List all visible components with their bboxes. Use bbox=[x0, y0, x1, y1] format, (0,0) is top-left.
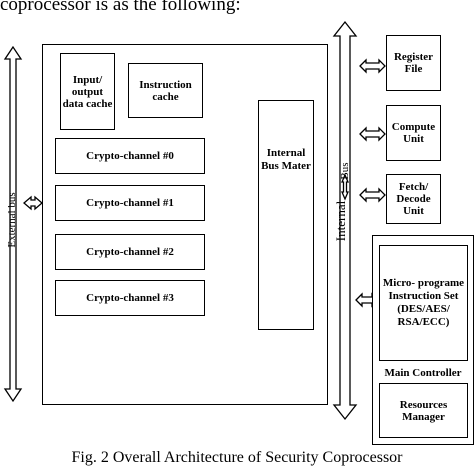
heading-text: coprocessor is as the following: bbox=[0, 0, 241, 15]
resources-manager-block bbox=[379, 383, 468, 438]
compute-unit-block bbox=[386, 105, 441, 161]
fetch-decode-unit-label: Fetch/ Decode Unit bbox=[396, 181, 431, 217]
fetch-decode-unit-block bbox=[386, 174, 441, 224]
resources-manager-label: Resources Manager bbox=[399, 398, 448, 423]
external-bus-arrow bbox=[3, 45, 23, 403]
register-file-connector bbox=[359, 58, 386, 74]
microprogram-set-label: Micro- programe Instruction Set (DES/AES… bbox=[382, 277, 465, 328]
crypto-channel-2-label: Crypto-channel #2 bbox=[86, 246, 174, 258]
instruction-cache-block bbox=[128, 63, 203, 118]
instruction-cache-label: Instruction cache bbox=[139, 78, 192, 103]
crypto-channel-0-label: Crypto-channel #0 bbox=[86, 150, 174, 162]
internal-bus-label-internal: Internal bbox=[333, 200, 348, 242]
internal-bus-mater-block bbox=[258, 100, 314, 330]
figure-caption: Fig. 2 Overall Architecture of Security … bbox=[71, 449, 403, 466]
fetch-decode-connector bbox=[359, 187, 386, 203]
register-file-label: Register File bbox=[393, 51, 434, 75]
io-data-cache-label: Input/ output data cache bbox=[62, 73, 113, 110]
crypto-channel-3-block bbox=[55, 280, 205, 316]
internal-bus-arrow bbox=[332, 20, 358, 421]
crypto-channel-1-label: Crypto-channel #1 bbox=[86, 197, 174, 209]
internal-bus-mini-arrow bbox=[341, 173, 349, 201]
external-bus-label: External bus bbox=[6, 192, 18, 248]
ext-to-main-arrow bbox=[23, 195, 43, 211]
register-file-block bbox=[386, 35, 441, 91]
io-data-cache-block bbox=[60, 53, 115, 130]
crypto-channel-0-block bbox=[55, 138, 205, 174]
internal-bus-label-bus: Bus bbox=[339, 162, 351, 180]
crypto-channel-1-block bbox=[55, 185, 205, 221]
compute-unit-label: Compute Unit bbox=[391, 121, 436, 145]
compute-unit-connector bbox=[359, 126, 386, 142]
main-controller-label: Main Controller bbox=[384, 367, 462, 379]
internal-bus-mater-label: Internal Bus Mater bbox=[261, 147, 311, 172]
microprogram-set-block bbox=[379, 245, 468, 361]
crypto-channel-3-label: Crypto-channel #3 bbox=[86, 292, 174, 304]
crypto-channel-2-block bbox=[55, 234, 205, 270]
